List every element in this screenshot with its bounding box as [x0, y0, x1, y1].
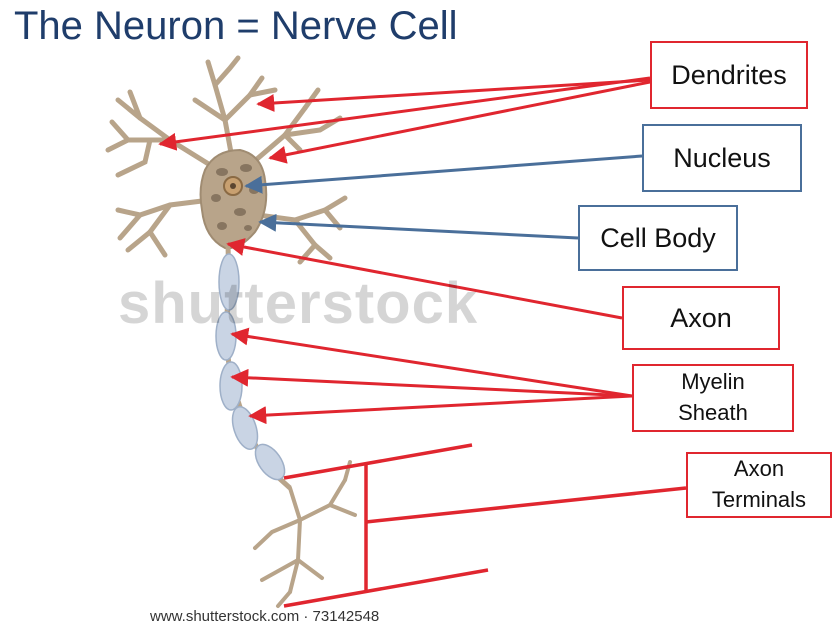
image-credit: www.shutterstock.com · 73142548: [150, 608, 380, 625]
cell-body-label: Cell Body: [578, 205, 738, 271]
nucleus-label: Nucleus: [642, 124, 802, 192]
page-title: The Neuron = Nerve Cell: [14, 4, 458, 48]
cell-body: [199, 148, 268, 250]
axon-terminals: [253, 460, 357, 608]
myelin-sheath-label: Myelin Sheath: [632, 364, 794, 432]
watermark-text: shutterstock: [118, 271, 479, 336]
myelin-sheath: [215, 253, 286, 481]
axon-terminals-label: Axon Terminals: [686, 452, 832, 518]
axon-label: Axon: [622, 286, 780, 350]
dendrites-arrows: [158, 76, 651, 164]
axon-terminals-bracket: [283, 443, 687, 608]
nucleus-arrow: [244, 154, 643, 194]
cell-body-arrow: [258, 213, 579, 240]
axon-arrow: [226, 238, 623, 320]
dendrites-label: Dendrites: [650, 41, 808, 109]
dendrites: [105, 55, 348, 265]
myelin-sheath-arrows: [230, 327, 633, 425]
